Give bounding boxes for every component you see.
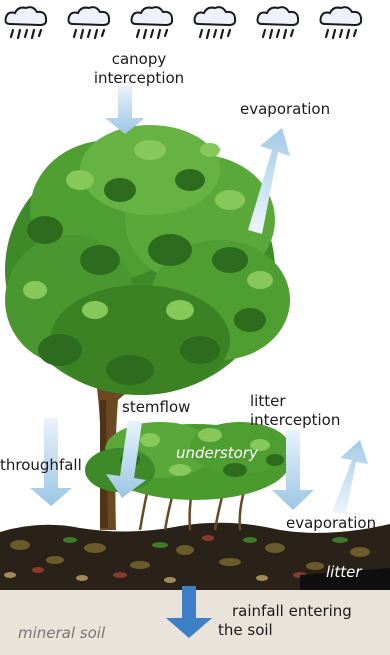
rain-cloud-icon [132,7,173,38]
evaporation-bottom-label: evaporation [286,514,376,533]
canopy-interception-line-2: interception [84,69,194,88]
evaporation-top-label: evaporation [240,100,330,119]
understory-label: understory [176,444,258,463]
stemflow-label: stemflow [122,398,190,417]
canopy-interception-label: canopy interception [84,50,194,88]
rain-cloud-icon [258,7,299,38]
litter-interception-label: litter interception [250,392,340,430]
rain-clouds [6,7,362,38]
rainfall-entering-line-2: the soil [218,621,352,640]
rain-cloud-icon [69,7,110,38]
litter-label: litter [326,563,362,582]
throughfall-label: throughfall [0,456,82,475]
mineral-soil-label: mineral soil [18,624,105,643]
rain-cloud-icon [6,7,47,38]
rain-cloud-icon [321,7,362,38]
canopy-interception-line-1: canopy [84,50,194,69]
litter-interception-line-1: litter [250,392,340,411]
evaporation-arrow-bottom [332,440,368,514]
tree-canopy [5,125,290,395]
litter-interception-line-2: interception [250,411,340,430]
rain-cloud-icon [195,7,236,38]
rainfall-entering-soil-label: rainfall entering the soil [218,602,352,640]
rainfall-entering-line-1: rainfall entering [218,602,352,621]
